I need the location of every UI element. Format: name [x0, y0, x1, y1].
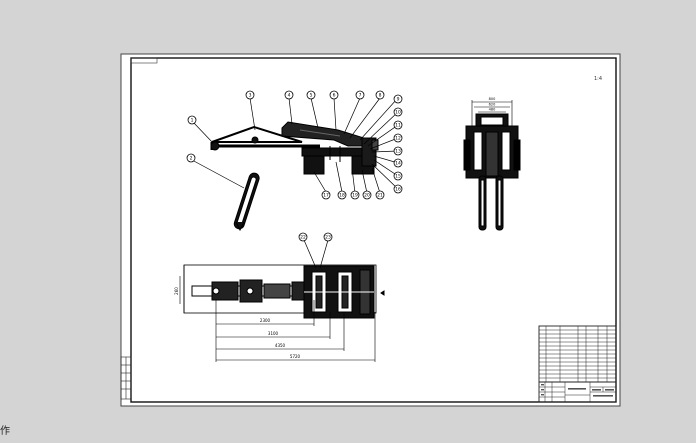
svg-text:15: 15: [395, 174, 401, 180]
svg-text:9: 9: [397, 97, 400, 103]
plan-view-balloons: 22 23: [298, 232, 333, 242]
balloon: 3: [245, 90, 255, 100]
balloon: 20: [362, 190, 372, 200]
balloon: 7: [355, 90, 365, 100]
boom-pivot: [210, 141, 220, 151]
balloon: 1: [187, 115, 197, 125]
svg-text:1: 1: [191, 118, 194, 124]
svg-text:5720: 5720: [290, 354, 301, 359]
title-block: [538, 325, 617, 403]
plan-view: 2300 3100 4350 5720 260: [174, 239, 385, 362]
balloon: 10: [393, 107, 403, 117]
svg-text:7: 7: [359, 93, 362, 99]
svg-text:5: 5: [310, 93, 313, 99]
side-view-balloons: 1 2 3 4 5 6 7 8 9 10 11 12 13 14 15 16 1…: [186, 90, 403, 200]
balloon: 6: [329, 90, 339, 100]
balloon: 16: [393, 184, 403, 194]
left-jaw: [303, 155, 325, 175]
drawing-code-box: [130, 57, 158, 64]
balloon: 12: [393, 133, 403, 143]
balloon: 13: [393, 146, 403, 156]
balloon: 5: [306, 90, 316, 100]
svg-text:620: 620: [489, 103, 496, 107]
svg-text:23: 23: [325, 235, 331, 241]
svg-text:3100: 3100: [268, 331, 279, 336]
svg-text:2: 2: [190, 156, 193, 162]
svg-text:11: 11: [395, 123, 401, 129]
drawing-frame: [130, 57, 617, 403]
svg-text:17: 17: [323, 193, 329, 199]
side-view-leaders: [191, 97, 399, 194]
svg-text:6: 6: [333, 93, 336, 99]
balloon: 9: [393, 94, 403, 104]
svg-text:3: 3: [249, 93, 252, 99]
end-view: 800 620 480: [463, 97, 521, 231]
paper-sheet: [120, 53, 621, 407]
balloon: 22: [298, 232, 308, 242]
balloon: 21: [375, 190, 385, 200]
balloon: 11: [393, 120, 403, 130]
head-plate: [301, 147, 363, 157]
balloon: 23: [323, 232, 333, 242]
svg-text:12: 12: [395, 136, 401, 142]
side-view: [210, 121, 379, 232]
balloon: 4: [284, 90, 294, 100]
corner-character: 作: [0, 426, 10, 437]
scale-note: 1:4: [594, 76, 602, 82]
balloon: 2: [186, 153, 196, 163]
svg-text:800: 800: [489, 97, 496, 101]
svg-text:19: 19: [352, 193, 358, 199]
title-block-fill-marks: [541, 384, 614, 397]
svg-text:2300: 2300: [260, 318, 271, 323]
svg-text:13: 13: [395, 149, 401, 155]
balloon: 8: [375, 90, 385, 100]
svg-text:4: 4: [288, 93, 291, 99]
svg-text:480: 480: [489, 108, 496, 112]
balloon: 18: [337, 190, 347, 200]
svg-text:8: 8: [379, 93, 382, 99]
balloon: 19: [350, 190, 360, 200]
svg-text:20: 20: [364, 193, 370, 199]
svg-text:10: 10: [395, 110, 401, 116]
svg-text:4350: 4350: [275, 343, 286, 348]
balloon: 15: [393, 171, 403, 181]
svg-text:18: 18: [339, 193, 345, 199]
svg-text:21: 21: [377, 193, 383, 199]
svg-text:16: 16: [395, 187, 401, 193]
svg-text:260: 260: [174, 287, 179, 295]
svg-text:14: 14: [395, 161, 401, 167]
svg-text:22: 22: [300, 235, 306, 241]
support-leg: [233, 172, 260, 230]
left-binding-table: [120, 356, 132, 400]
balloon: 14: [393, 158, 403, 168]
balloon: 17: [321, 190, 331, 200]
